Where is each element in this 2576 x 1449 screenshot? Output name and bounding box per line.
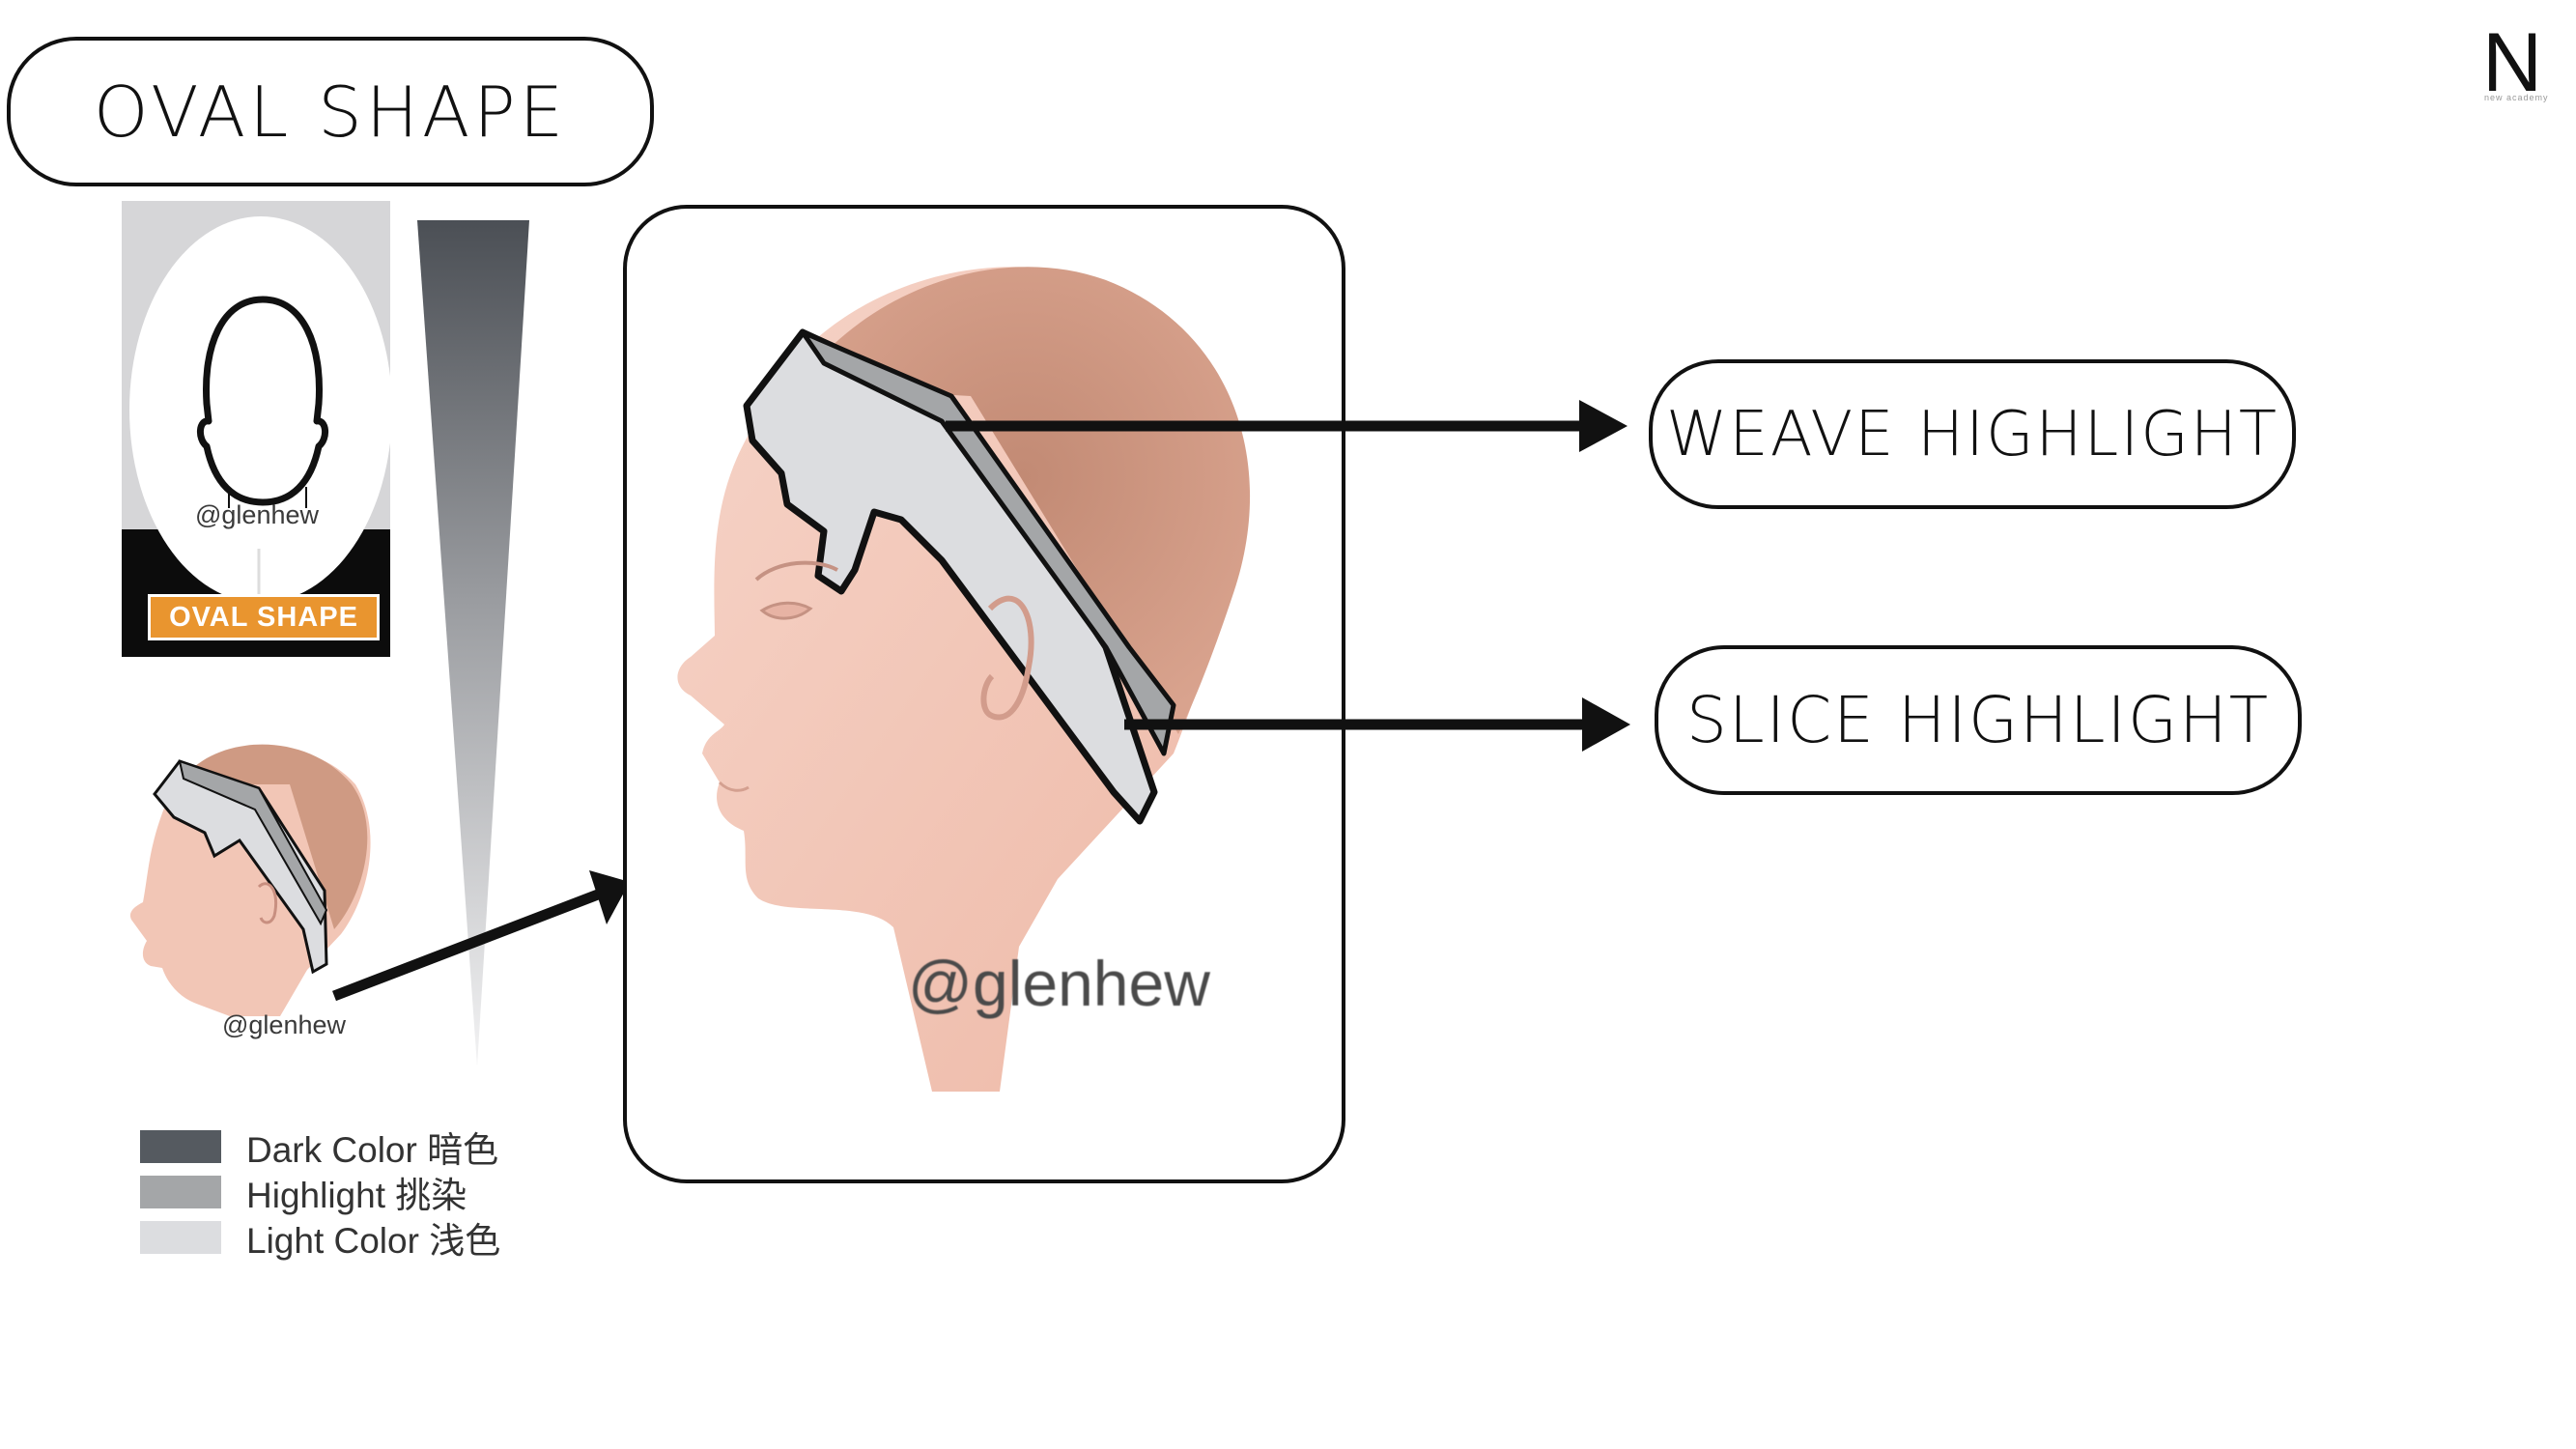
slice-highlight-pill: SLICE HIGHLIGHT [1655, 645, 2302, 795]
oval-shape-label: OVAL SHAPE [148, 594, 380, 640]
title-pill: OVAL SHAPE [7, 37, 654, 186]
weave-arrow [946, 400, 1628, 452]
legend-swatch-dark [140, 1130, 221, 1163]
slice-highlight-label: SLICE HIGHLIGHT [1685, 683, 2271, 757]
weave-highlight-pill: WEAVE HIGHLIGHT [1649, 359, 2296, 509]
legend-item-highlight: Highlight 挑染 [140, 1166, 467, 1218]
weave-highlight-label: WEAVE HIGHLIGHT [1665, 398, 2279, 470]
card-white-oval [129, 216, 390, 603]
face-shape-card [122, 201, 390, 657]
large-head-illustration [677, 267, 1251, 1092]
large-head-ear [980, 595, 1034, 721]
large-head-brow [754, 560, 838, 582]
logo: N [2482, 16, 2543, 109]
legend-swatch-highlight [140, 1176, 221, 1208]
legend-swatch-light [140, 1221, 221, 1254]
arrow-to-frame [332, 870, 630, 1002]
large-head-watermark: @glenhew [908, 948, 1210, 1019]
legend-item-dark: Dark Color 暗色 [140, 1121, 498, 1173]
face-outline-icon [197, 296, 328, 506]
slice-arrow [1124, 697, 1630, 752]
legend-label-light: Light Color 浅色 [246, 1221, 501, 1261]
large-head-eye [759, 601, 813, 620]
logo-subtitle: new academy [2484, 93, 2549, 102]
large-head-highlight-band [800, 329, 1176, 756]
small-head-watermark: @glenhew [222, 1010, 346, 1039]
legend-label-highlight: Highlight 挑染 [246, 1176, 467, 1215]
legend-item-light: Light Color 浅色 [140, 1211, 500, 1264]
slide-title: OVAL SHAPE [93, 71, 568, 153]
small-head-highlight-band [178, 759, 328, 926]
legend-label-dark: Dark Color 暗色 [246, 1130, 499, 1170]
small-head-illustration [129, 744, 371, 1016]
face-card-watermark: @glenhew [195, 500, 319, 529]
color-gradient-triangle [417, 220, 529, 1066]
